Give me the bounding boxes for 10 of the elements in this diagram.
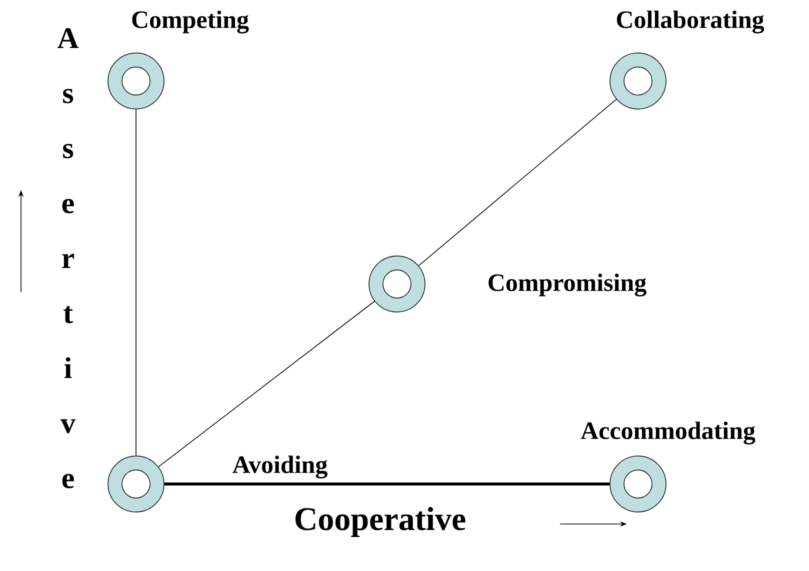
connector-line — [418, 98, 617, 266]
connector-line — [158, 300, 375, 468]
node-label: Collaborating — [616, 10, 764, 34]
axis-label: Assertive — [57, 28, 79, 488]
connector-line — [164, 482, 610, 486]
node-label: Compromising — [488, 274, 646, 296]
node-label: Accommodating — [580, 422, 756, 444]
node-label: Competing — [132, 10, 249, 34]
axis-label: Cooperative — [295, 507, 466, 537]
node-label: Avoiding — [232, 456, 328, 478]
